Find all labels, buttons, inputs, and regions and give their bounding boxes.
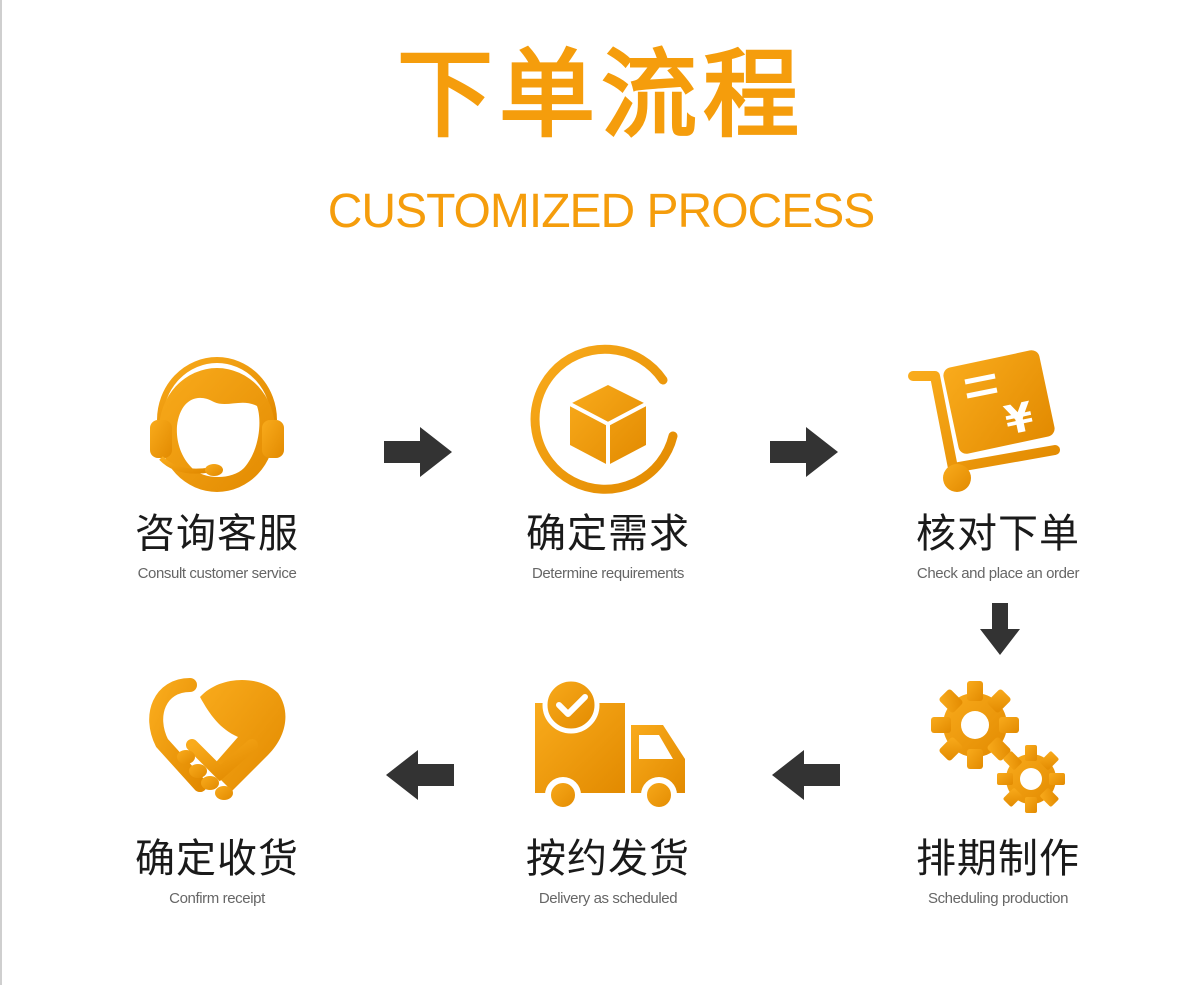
- step-subtitle: Consult customer service: [137, 565, 297, 582]
- handshake-heart-icon: [140, 675, 310, 835]
- step-subtitle: Confirm receipt: [169, 890, 265, 907]
- step-title: 确定收货: [135, 836, 299, 882]
- step-subtitle: Scheduling production: [927, 890, 1069, 907]
- arrow-right-icon: [770, 427, 840, 477]
- page-subtitle: CUSTOMIZED PROCESS: [327, 185, 876, 238]
- left-border: [0, 0, 2, 985]
- delivery-truck-icon: [523, 675, 693, 835]
- arrow-left-icon: [384, 750, 454, 800]
- arrow-down-icon: [980, 603, 1020, 655]
- step-title: 确定需求: [526, 511, 690, 557]
- gears-icon: [915, 675, 1085, 835]
- step-title: 排期制作: [916, 836, 1080, 882]
- page-title: 下单流程: [397, 39, 805, 151]
- cart-invoice-icon: ¥: [905, 340, 1075, 500]
- step-subtitle: Determine requirements: [531, 565, 685, 582]
- arrow-right-icon: [384, 427, 454, 477]
- step-title: 按约发货: [526, 836, 690, 882]
- arrow-left-icon: [770, 750, 840, 800]
- step-subtitle: Check and place an order: [916, 565, 1080, 582]
- step-title: 核对下单: [916, 511, 1080, 557]
- step-subtitle: Delivery as scheduled: [538, 890, 678, 907]
- headset-agent-icon: [132, 340, 302, 500]
- step-title: 咨询客服: [135, 511, 299, 557]
- box-in-circle-icon: [523, 340, 693, 500]
